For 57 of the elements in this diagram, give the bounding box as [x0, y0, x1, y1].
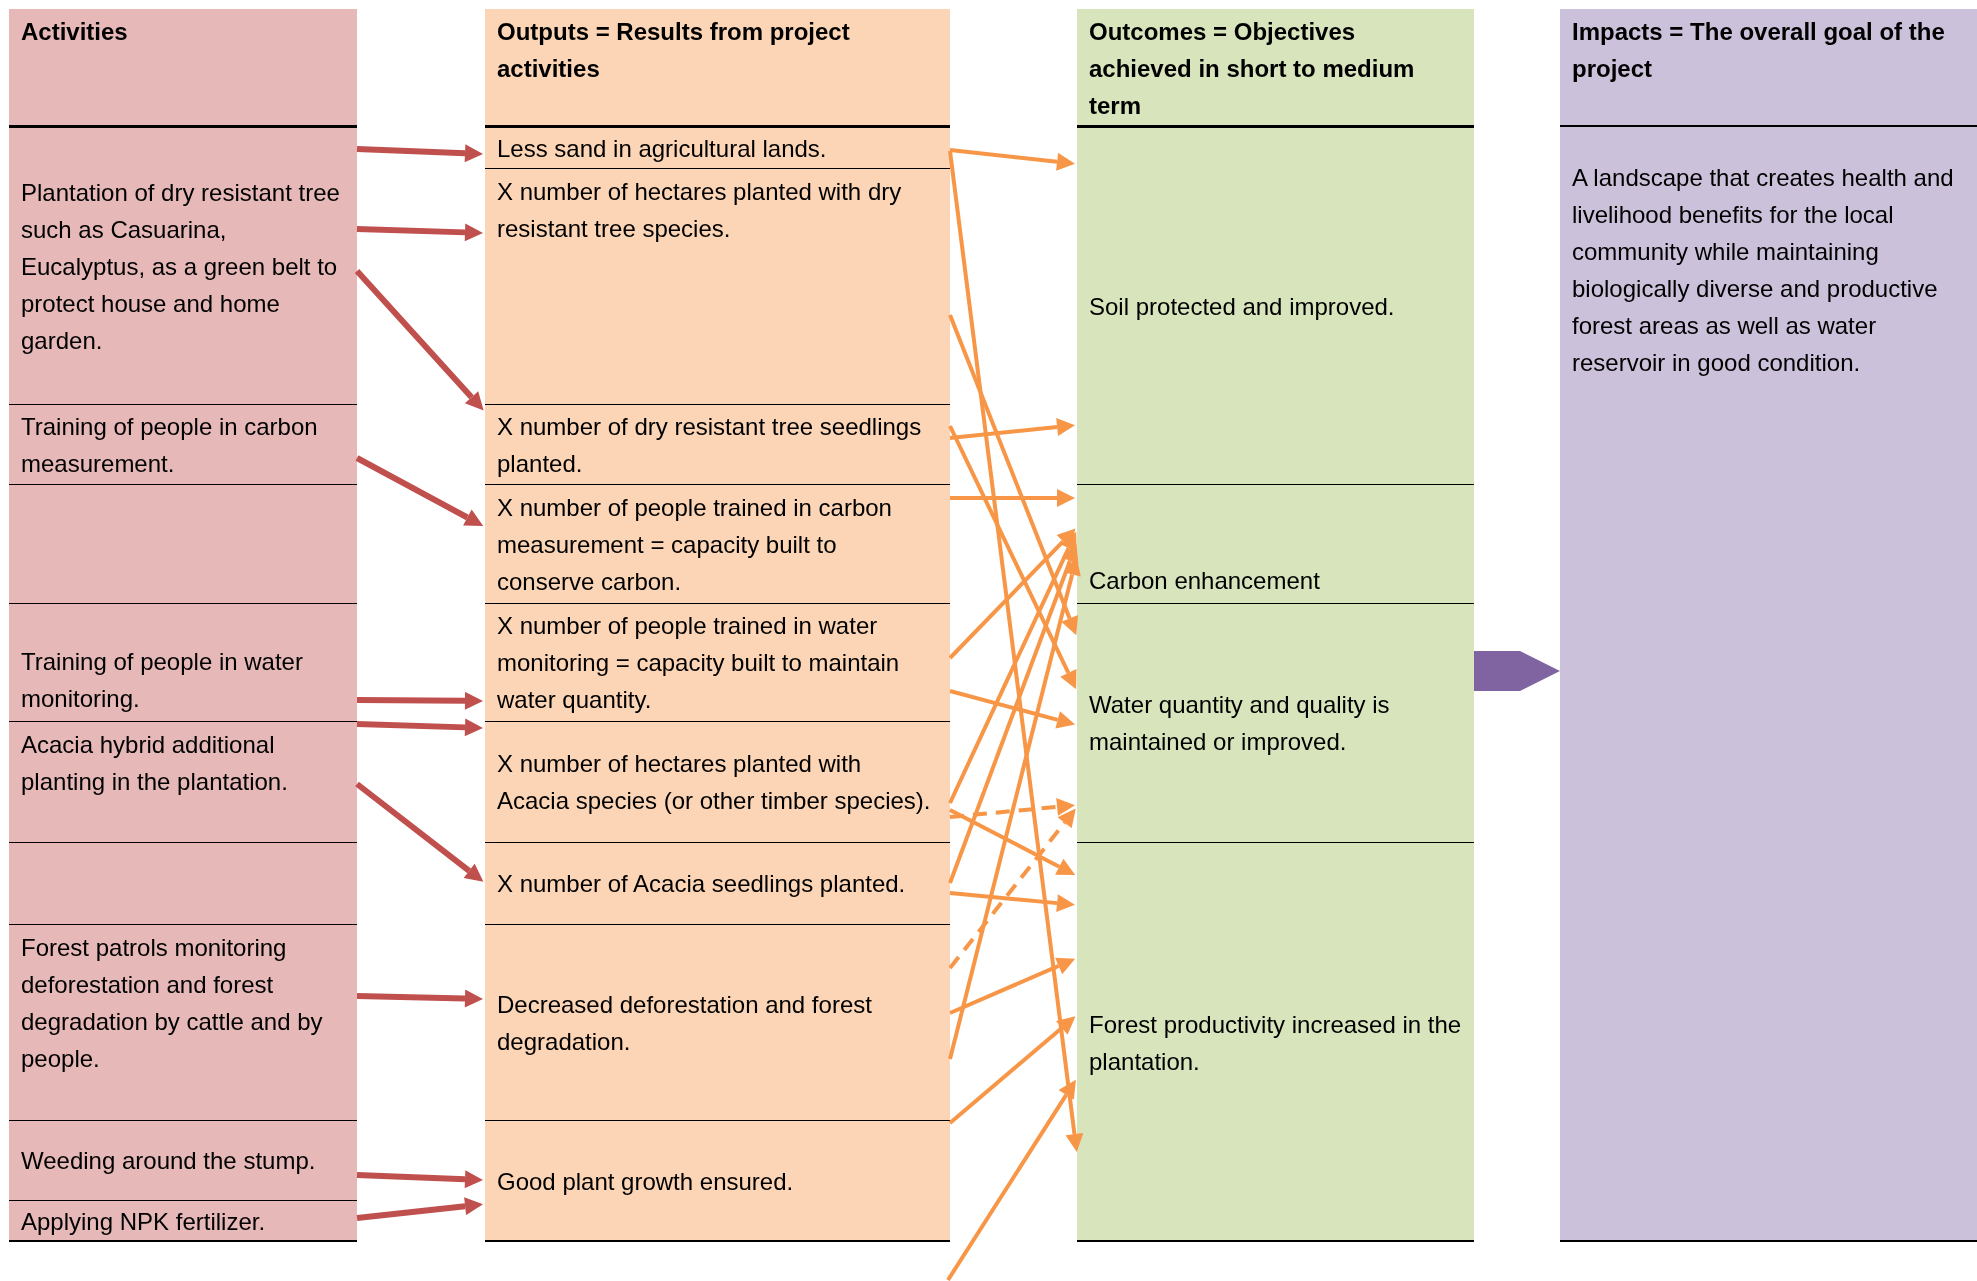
arrow: [948, 528, 1076, 660]
cell-text: Plantation of dry resistant tree such as Casuarina, Eucalyptus, as a green belt to protect house and home garden.: [21, 177, 341, 356]
cell-text: Carbon enhancement: [1089, 566, 1321, 596]
cell-text: Soil protected and improved.: [1089, 291, 1396, 322]
arrow: [356, 1197, 483, 1221]
cell-text: X number of dry resistant tree seedlings planted.: [497, 411, 923, 479]
column-panel: [1560, 9, 1977, 1242]
cell-text: Weeding around the stump.: [21, 1146, 317, 1176]
arrow: [948, 314, 1079, 636]
column-panel: [9, 9, 357, 1242]
column-heading: Activities: [21, 17, 129, 47]
column-heading: Outputs = Results from project activities: [497, 17, 851, 84]
arrow: [356, 144, 483, 163]
cell-text: X number of people trained in carbon measurement = capacity built to conserve carbon.: [497, 492, 893, 597]
cell-text: Training of people in water monitoring.: [21, 647, 304, 714]
column-panel: [485, 9, 950, 1242]
arrow: [950, 489, 1075, 507]
cell-text: Decreased deforestation and forest degradation.: [497, 989, 873, 1057]
cell-text: X number of Acacia seedlings planted.: [497, 869, 907, 899]
arrow: [949, 689, 1076, 729]
arrow: [948, 543, 1079, 884]
arrow: [356, 1170, 483, 1189]
cell-text: Water quantity and quality is maintained or improved.: [1089, 690, 1391, 757]
arrow: [355, 455, 484, 527]
arrow: [946, 1079, 1076, 1281]
arrow: [948, 808, 1076, 970]
cell-text: X number of hectares planted with dry resistant tree species.: [497, 177, 903, 244]
arrow: [356, 718, 483, 737]
cell-text: X number of hectares planted with Acacia species (or other timber species).: [497, 749, 932, 816]
cell-text: Acacia hybrid additional planting in the plantation.: [21, 730, 289, 797]
arrow: [949, 808, 1076, 876]
arrow: [948, 150, 1084, 1152]
arrow: [949, 148, 1075, 171]
column-heading: Outcomes = Objectives achieved in short to medium term: [1089, 17, 1416, 121]
arrow: [356, 691, 483, 710]
column-panel: [1077, 9, 1474, 1242]
arrow: [354, 269, 484, 411]
arrow: [948, 531, 1077, 804]
arrow: [948, 425, 1077, 690]
arrow: [356, 989, 483, 1008]
cell-text: X number of people trained in water monitoring = capacity built to maintain water quantity.: [497, 611, 901, 715]
block-arrow: [1474, 651, 1560, 691]
impact-text: A landscape that creates health and livelihood benefits for the local community while maintaining biologically diverse and productive forest areas as well as water reservoir in good condition.: [1572, 163, 1955, 378]
arrow: [355, 781, 484, 882]
arrow: [356, 223, 483, 242]
cell-text: Forest productivity increased in the plantation.: [1089, 1009, 1462, 1077]
arrow: [949, 797, 1075, 819]
column-heading: Impacts = The overall goal of the project: [1572, 17, 1946, 84]
arrow: [949, 418, 1075, 440]
arrow: [949, 891, 1075, 913]
cell-text: Forest patrols monitoring deforestation and forest degradation by cattle and by people.: [21, 933, 324, 1074]
arrow: [949, 957, 1076, 1015]
cell-text: Less sand in agricultural lands.: [497, 133, 828, 164]
cell-text: Applying NPK fertilizer.: [21, 1207, 267, 1237]
cell-text: Training of people in carbon measurement.: [21, 411, 319, 479]
arrow: [948, 1016, 1076, 1125]
cell-text: Good plant growth ensured.: [497, 1167, 795, 1197]
